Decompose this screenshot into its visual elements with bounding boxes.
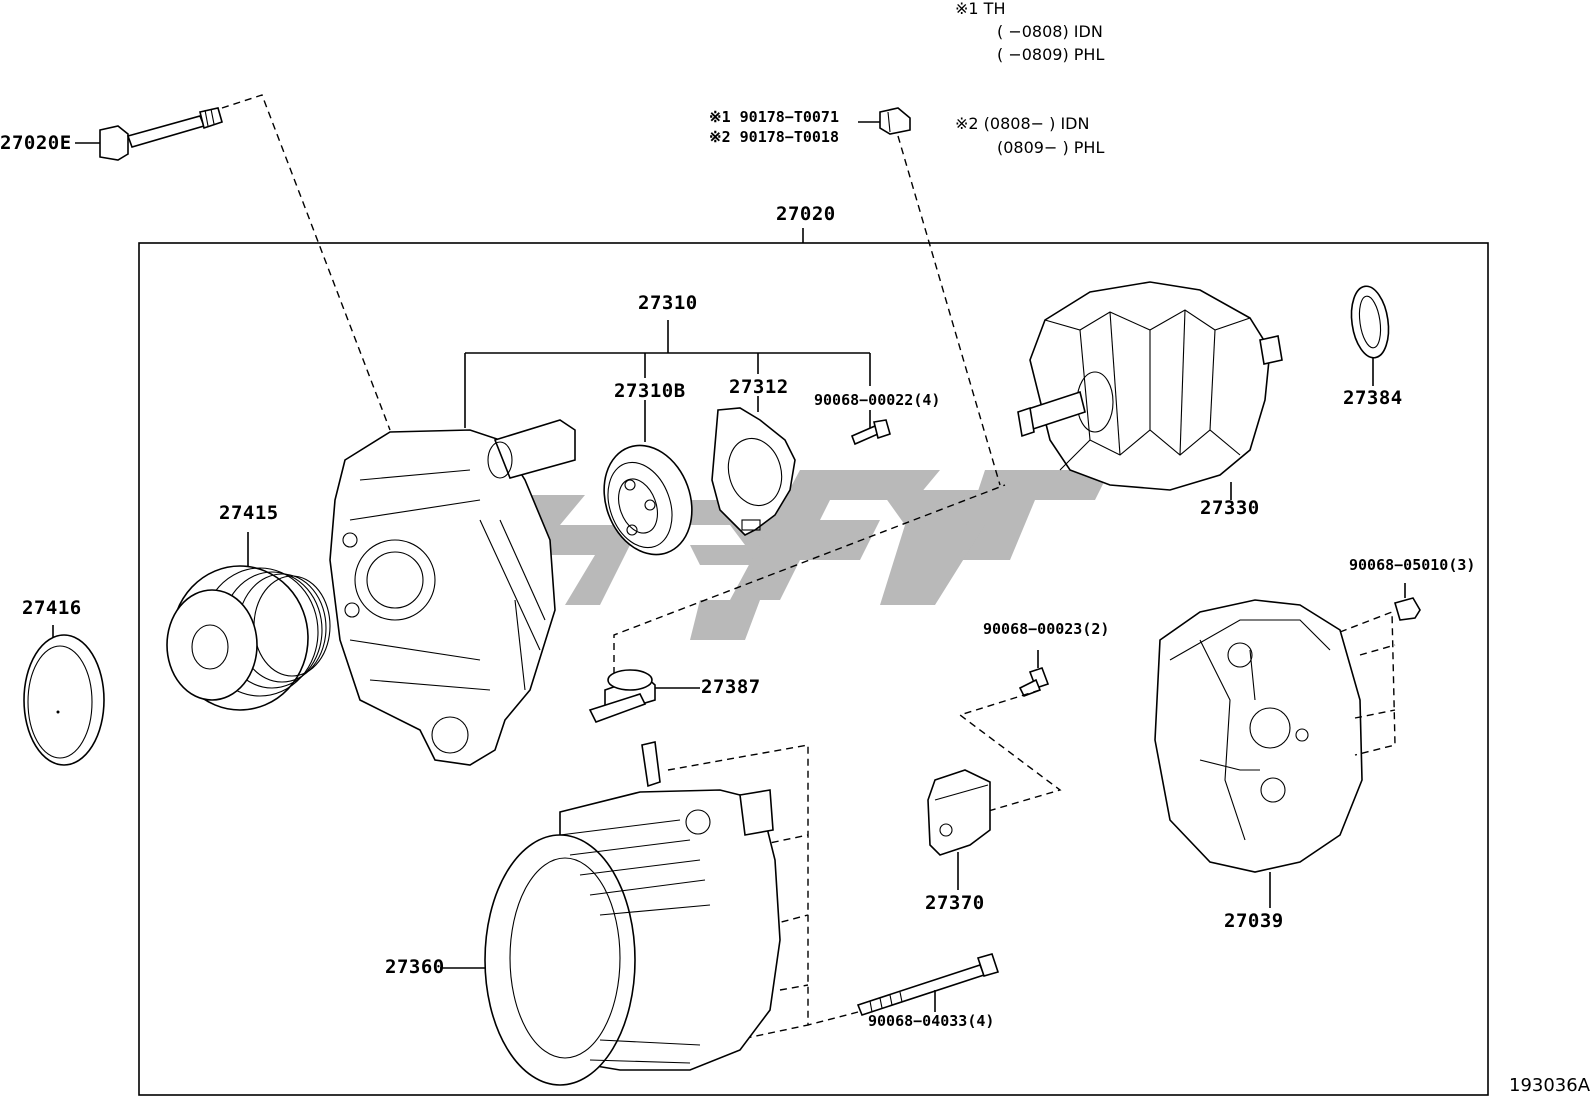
label-90068-04033[interactable]: 90068−04033(4) <box>868 1012 995 1030</box>
label-27384[interactable]: 27384 <box>1343 387 1403 409</box>
rotor-27330 <box>1017 281 1283 500</box>
callout-27310 <box>464 320 871 442</box>
label-27312[interactable]: 27312 <box>729 376 789 398</box>
label-90068-05010[interactable]: 90068−05010(3) <box>1349 556 1476 574</box>
bolt-27020e <box>75 107 223 161</box>
label-90178-t0071[interactable]: ※1 90178−T0071 <box>709 108 839 126</box>
label-27310b[interactable]: 27310B <box>614 380 686 402</box>
assembly-frame <box>138 242 1489 1096</box>
rear-cover-27039 <box>1154 599 1396 908</box>
label-90068-00023[interactable]: 90068−00023(2) <box>983 620 1110 638</box>
note-2-line-2: (0809− ) PHL <box>997 138 1105 157</box>
screw-90068-00023 <box>1018 650 1050 698</box>
pulley-27415 <box>166 532 331 711</box>
retainer-plate-27312 <box>711 407 796 536</box>
label-27370[interactable]: 27370 <box>925 892 985 914</box>
screw-90068-00022 <box>850 410 891 446</box>
nut-90068-05010 <box>1394 583 1421 621</box>
label-27416[interactable]: 27416 <box>22 597 82 619</box>
label-90068-00022[interactable]: 90068−00022(4) <box>814 391 941 409</box>
diagram-code: 193036A <box>1509 1075 1591 1096</box>
label-27360[interactable]: 27360 <box>385 956 445 978</box>
bearing-27310b <box>603 444 693 556</box>
washer-27384 <box>1350 285 1390 386</box>
label-27039[interactable]: 27039 <box>1224 910 1284 932</box>
drive-end-frame <box>329 419 576 766</box>
brush-holder-27370 <box>927 769 991 890</box>
cap-27416 <box>23 625 105 766</box>
label-90178-t0018[interactable]: ※2 90178−T0018 <box>709 128 839 146</box>
label-27415[interactable]: 27415 <box>219 502 279 524</box>
note-1-line-3: ( −0809) PHL <box>997 45 1105 64</box>
label-27310[interactable]: 27310 <box>638 292 698 314</box>
clip-90178 <box>858 107 911 135</box>
insulator-27387 <box>588 484 1006 723</box>
label-27020[interactable]: 27020 <box>776 203 836 225</box>
watermark-logo <box>470 470 1110 640</box>
label-27330[interactable]: 27330 <box>1200 497 1260 519</box>
label-27020e[interactable]: 27020E <box>0 132 72 154</box>
label-27387[interactable]: 27387 <box>701 676 761 698</box>
note-1-line-2: ( −0808) IDN <box>997 22 1103 41</box>
rectifier-end-27360 <box>440 741 809 1086</box>
note-1-line-1: ※1 TH <box>955 0 1006 18</box>
note-2-line-1: ※2 (0808− ) IDN <box>955 114 1090 133</box>
bolt-90068-04033 <box>807 953 1000 1026</box>
